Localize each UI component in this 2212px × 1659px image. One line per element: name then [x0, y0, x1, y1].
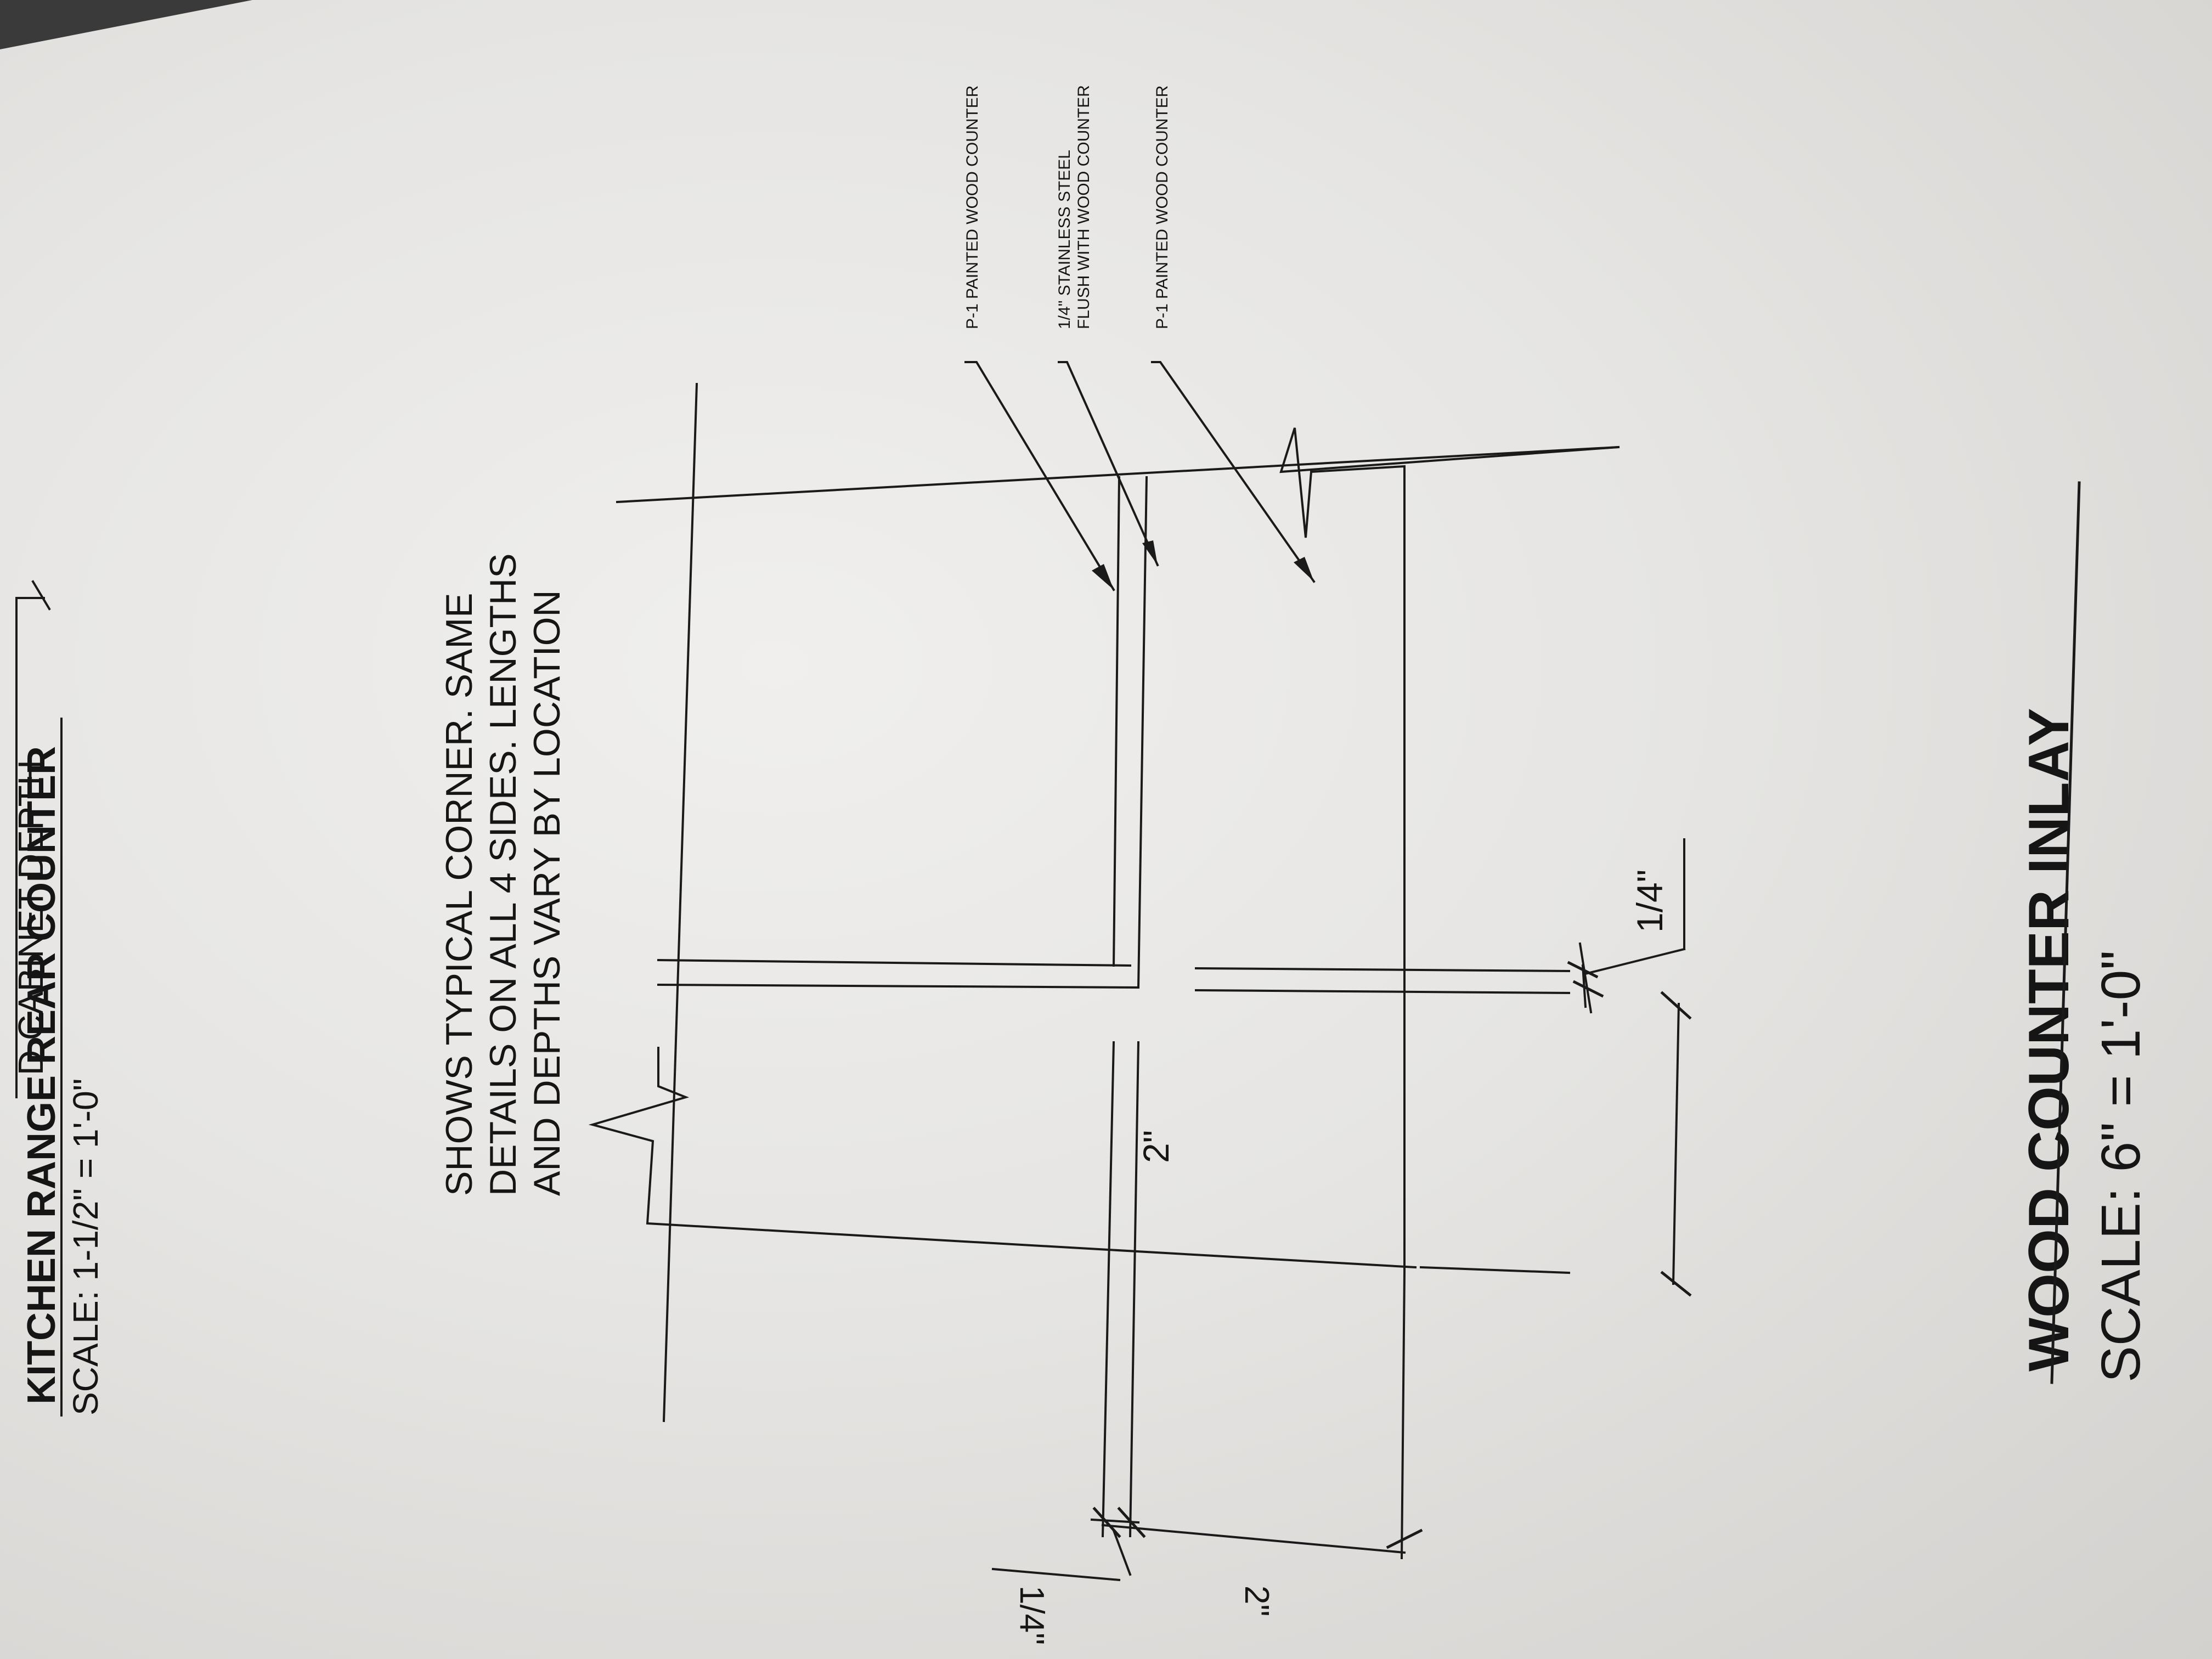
- detail-title-underline: [2050, 481, 2081, 1384]
- dim-v-quarter-leader: [1112, 1529, 1132, 1576]
- wood-upper-band-right: [1194, 967, 1571, 973]
- dim-tick-2: [1572, 980, 1604, 998]
- dim-tick-7: [1386, 1528, 1423, 1549]
- previous-detail-title: KITCHEN RANGE REAR COUNTER: [20, 746, 64, 1404]
- leader-1-arrow: [1092, 564, 1114, 590]
- dimension-vertical: 2" 1/4": [991, 1506, 1423, 1645]
- dim-v-2-label: 2": [1238, 1585, 1276, 1617]
- dim-tick-5: [1092, 1506, 1121, 1538]
- detail-scale: SCALE: 6" = 1'-0": [2090, 950, 2152, 1383]
- leader-2: [1058, 361, 1159, 567]
- general-note: SHOWS TYPICAL CORNER. SAME DETAILS ON AL…: [438, 553, 568, 1196]
- dim-tick-6: [1117, 1506, 1146, 1538]
- wood-lower-band-right: [1194, 989, 1571, 995]
- dimension-horizontal: 2" 1/4": [1136, 838, 1692, 1297]
- wood-lower-band: [657, 983, 1140, 989]
- dim-h-2-label: 2": [1136, 1130, 1176, 1163]
- leader-3-arrow: [1294, 557, 1314, 582]
- callout-3-text: P-1 PAINTED WOOD COUNTER: [1153, 86, 1171, 329]
- dim-h-quarter-leader: [1584, 947, 1686, 975]
- wood-upper-band: [657, 958, 1132, 967]
- detail-title: WOOD COUNTER INLAY: [2017, 708, 2081, 1372]
- steel-strip-left-top: [1112, 476, 1121, 967]
- steel-strip-right-top: [1137, 476, 1148, 989]
- wood-right-edge: [1400, 1271, 1406, 1560]
- dim-v-2-line: [1101, 1523, 1406, 1554]
- dim-h-2-line: [1672, 1002, 1680, 1285]
- callout-2-line-2: FLUSH WITH WOOD COUNTER: [1075, 85, 1093, 329]
- dim-tick-1: [1567, 961, 1599, 979]
- counter-corner-plan: [588, 382, 1620, 1560]
- callout-1-text: P-1 PAINTED WOOD COUNTER: [963, 86, 981, 329]
- previous-detail-title-block: KITCHEN RANGE REAR COUNTER SCALE: 1-1/2"…: [20, 718, 105, 1417]
- steel-strip-left-bottom: [1101, 1041, 1115, 1538]
- steel-strip-right-bottom: [1128, 1041, 1140, 1538]
- top-partial-note: D CABINET DEPTH: [11, 760, 50, 1075]
- note-line-1: SHOWS TYPICAL CORNER. SAME: [438, 592, 480, 1196]
- dim-h-quarter-label: 1/4": [1629, 870, 1670, 933]
- leader-2-arrow: [1142, 540, 1158, 565]
- note-line-3: AND DEPTHS VARY BY LOCATION: [526, 590, 568, 1196]
- callout-2-line-1: 1/4" STAINLESS STEEL: [1056, 150, 1074, 329]
- note-line-2: DETAILS ON ALL 4 SIDES. LENGTHS: [482, 553, 524, 1196]
- outer-counter-edge: [662, 382, 698, 1423]
- break-line-left: [588, 1047, 1417, 1269]
- callout-leaders: [964, 361, 1316, 591]
- break-line-right: [1279, 427, 1620, 1274]
- lower-edge-continuation: [1419, 1266, 1571, 1274]
- dim-v-quarter-label: 1/4": [1013, 1585, 1051, 1645]
- dim-tick-3: [1660, 991, 1692, 1020]
- previous-dimension-slash: [31, 580, 51, 611]
- sheet-edge-shadow: [0, 0, 252, 49]
- leader-3: [1151, 361, 1316, 583]
- dim-v-quarter-leader-tail: [991, 1567, 1121, 1582]
- leader-1: [964, 361, 1115, 591]
- dim-h-extension: [1578, 942, 1593, 1014]
- callouts: P-1 PAINTED WOOD COUNTER 1/4" STAINLESS …: [963, 85, 1171, 329]
- dim-tick-4: [1660, 1271, 1692, 1297]
- previous-detail-scale: SCALE: 1-1/2" = 1'-0": [66, 1079, 105, 1415]
- detail-title-block: WOOD COUNTER INLAY SCALE: 6" = 1'-0": [2017, 481, 2152, 1384]
